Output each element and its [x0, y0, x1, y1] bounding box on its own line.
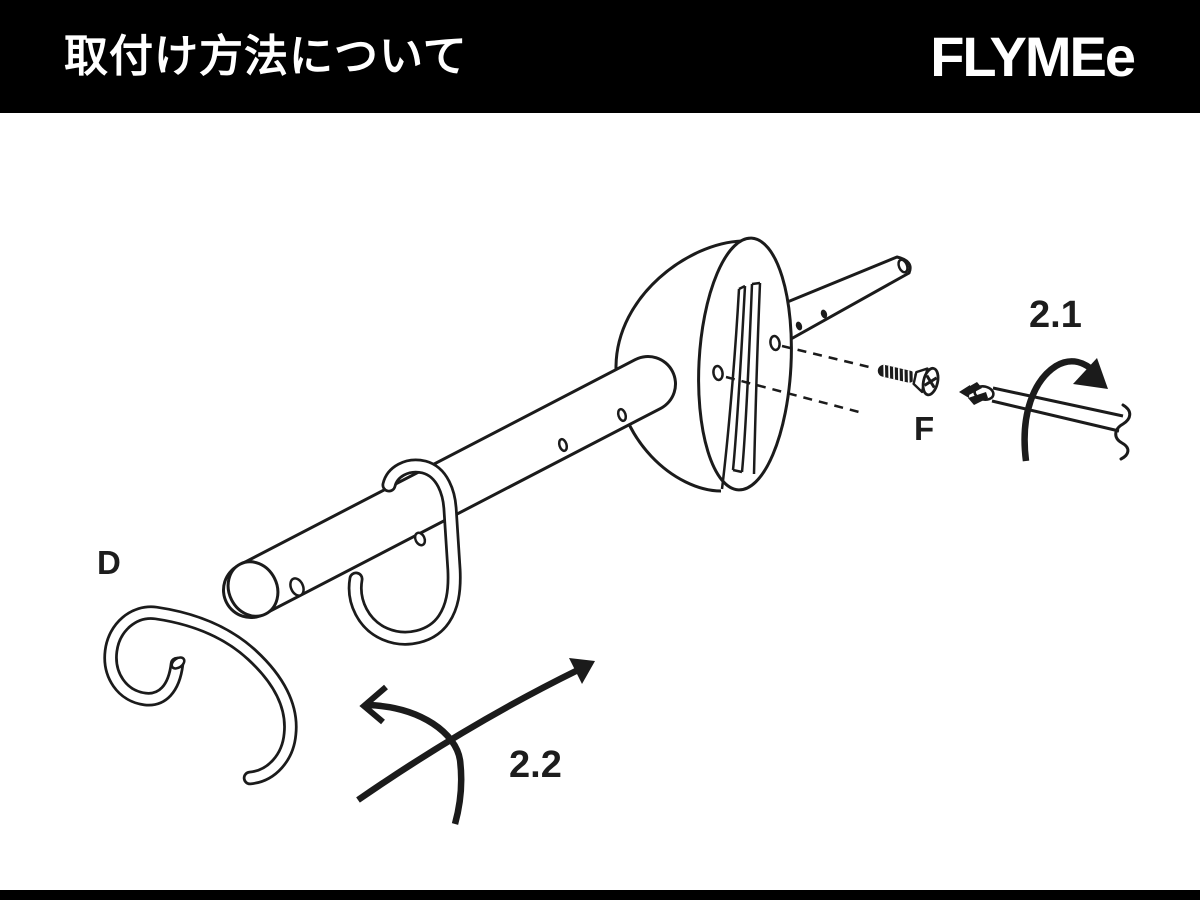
swing-arrow-2-2-head: [569, 658, 595, 684]
canopy-disc-face: [697, 236, 793, 492]
canopy-disc-slot: [720, 281, 762, 490]
screw-part-f: [877, 364, 940, 397]
hook-d-tube-opening: [170, 656, 186, 670]
rod-hole-mid-2: [616, 407, 628, 423]
rod-upper-segment: [778, 255, 912, 346]
canopy-screw-hole-left: [712, 364, 724, 382]
swing-arrow-2-2: [356, 658, 595, 825]
page-title: 取付け方法について: [64, 31, 468, 81]
canopy-screw-hole-right: [769, 334, 781, 352]
screwdriver: [959, 382, 1132, 461]
swing-arc-2-2: [367, 701, 465, 825]
rotate-arrow-2-1: [1021, 358, 1108, 462]
header-bar: 取付け方法について FLYMEe: [0, 0, 1200, 113]
screwdriver-phillips-tip-icon: [959, 382, 988, 405]
rod-hole-mid-1: [557, 437, 569, 453]
rod-end-cap: [226, 560, 280, 618]
rod-lower-segment: [222, 355, 677, 619]
screw-guide-dashed-lines: [725, 344, 870, 414]
canopy-disc-back: [614, 239, 743, 493]
rod-upper-hole-1: [795, 321, 803, 331]
rod-upper-hole-2: [820, 309, 828, 319]
rotate-arrow-2-1-head: [1073, 358, 1108, 389]
rod-upper-tip-opening: [897, 258, 909, 274]
phillips-cross-icon: [923, 374, 938, 389]
label-part-f: F: [914, 410, 934, 447]
label-step-2-2: 2.2: [509, 744, 562, 786]
hook-part-d: [103, 605, 298, 786]
label-step-2-1: 2.1: [1029, 294, 1082, 336]
swing-arc-2-2-open-head: [359, 684, 388, 725]
rod-hole-under-edge: [413, 531, 427, 547]
screwdriver-break-squiggle: [1114, 403, 1132, 461]
footer-bar: [0, 890, 1200, 900]
rod-hole-near-end: [289, 577, 305, 597]
brand-logo: FLYMEe: [930, 24, 1136, 88]
label-part-d: D: [97, 544, 121, 581]
hook-attached: [347, 458, 462, 646]
screwdriver-shaft: [991, 386, 1124, 433]
